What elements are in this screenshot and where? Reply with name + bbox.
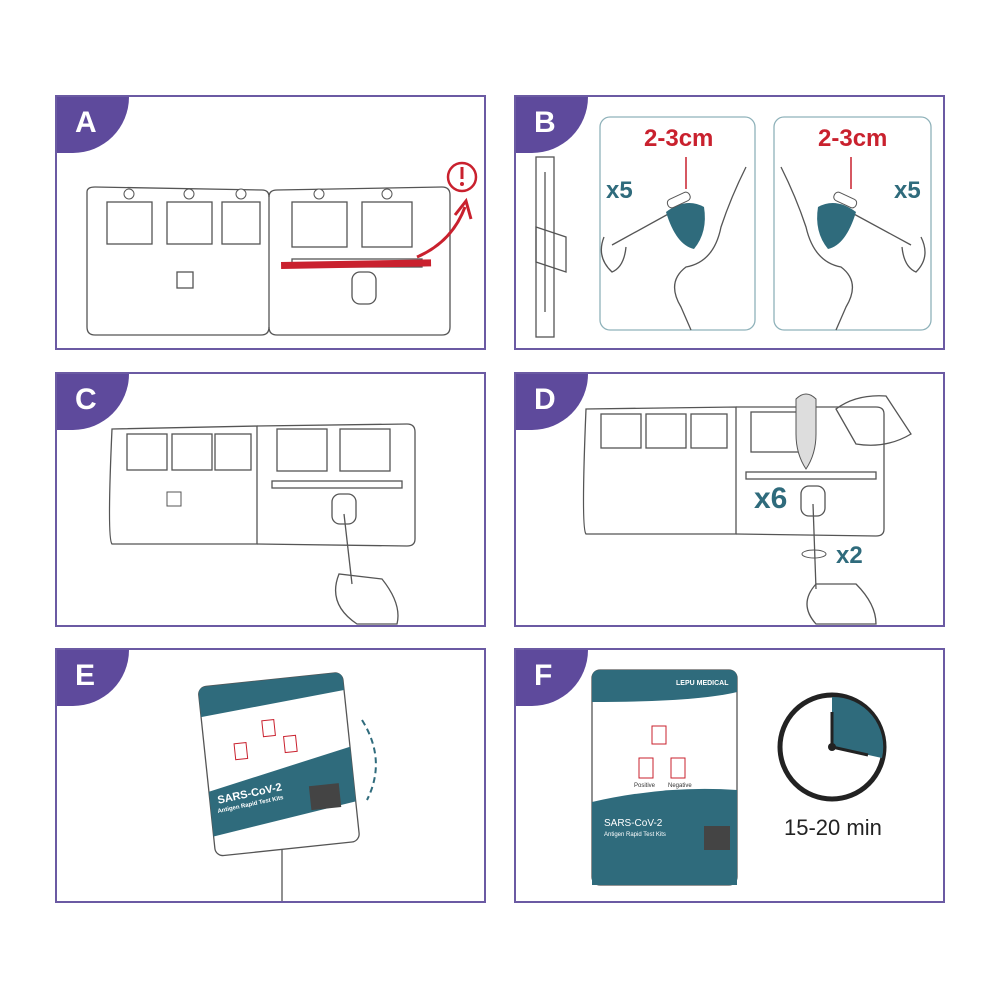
wait-time-label: 15-20 min bbox=[784, 815, 882, 840]
rotation-count-left: x5 bbox=[606, 177, 633, 204]
panel-a: A bbox=[55, 95, 486, 350]
panel-d-illustration bbox=[582, 393, 912, 625]
depth-label-right: 2-3cm bbox=[818, 125, 888, 152]
kit-subtitle-label: Antigen Rapid Test Kits bbox=[604, 832, 666, 838]
warning-icon bbox=[446, 161, 478, 193]
result-positive-label: Positive bbox=[634, 783, 656, 789]
panel-d: D x6 x2 bbox=[514, 372, 945, 627]
stir-count-label: x2 bbox=[836, 542, 863, 569]
kit-product-label: SARS-CoV-2 bbox=[604, 818, 663, 829]
kit-brand-label: LEPU MEDICAL bbox=[676, 680, 729, 687]
depth-label-left: 2-3cm bbox=[644, 125, 714, 152]
panel-c-illustration bbox=[108, 423, 416, 625]
panel-a-illustration bbox=[86, 161, 478, 336]
panel-d-tab: D bbox=[516, 374, 588, 430]
panel-c: C bbox=[55, 372, 486, 627]
drop-count-label: x6 bbox=[754, 482, 788, 515]
panel-e-illustration bbox=[198, 672, 377, 901]
panel-f: F LEPU MEDICAL Positive Negative SARS-Co… bbox=[514, 648, 945, 903]
timer-icon bbox=[777, 692, 887, 802]
panel-b: B 2-3cm 2-3cm x5 x5 bbox=[514, 95, 945, 350]
panel-e-tab: E bbox=[57, 650, 129, 706]
panel-f-illustration bbox=[591, 669, 887, 886]
rotation-count-right: x5 bbox=[894, 177, 921, 204]
panel-e: E LEPU MEDICAL SARS-CoV-2 Antigen Rapid … bbox=[55, 648, 486, 903]
result-negative-label: Negative bbox=[668, 783, 692, 789]
panel-b-illustration bbox=[535, 116, 932, 338]
panel-a-tab: A bbox=[57, 97, 129, 153]
